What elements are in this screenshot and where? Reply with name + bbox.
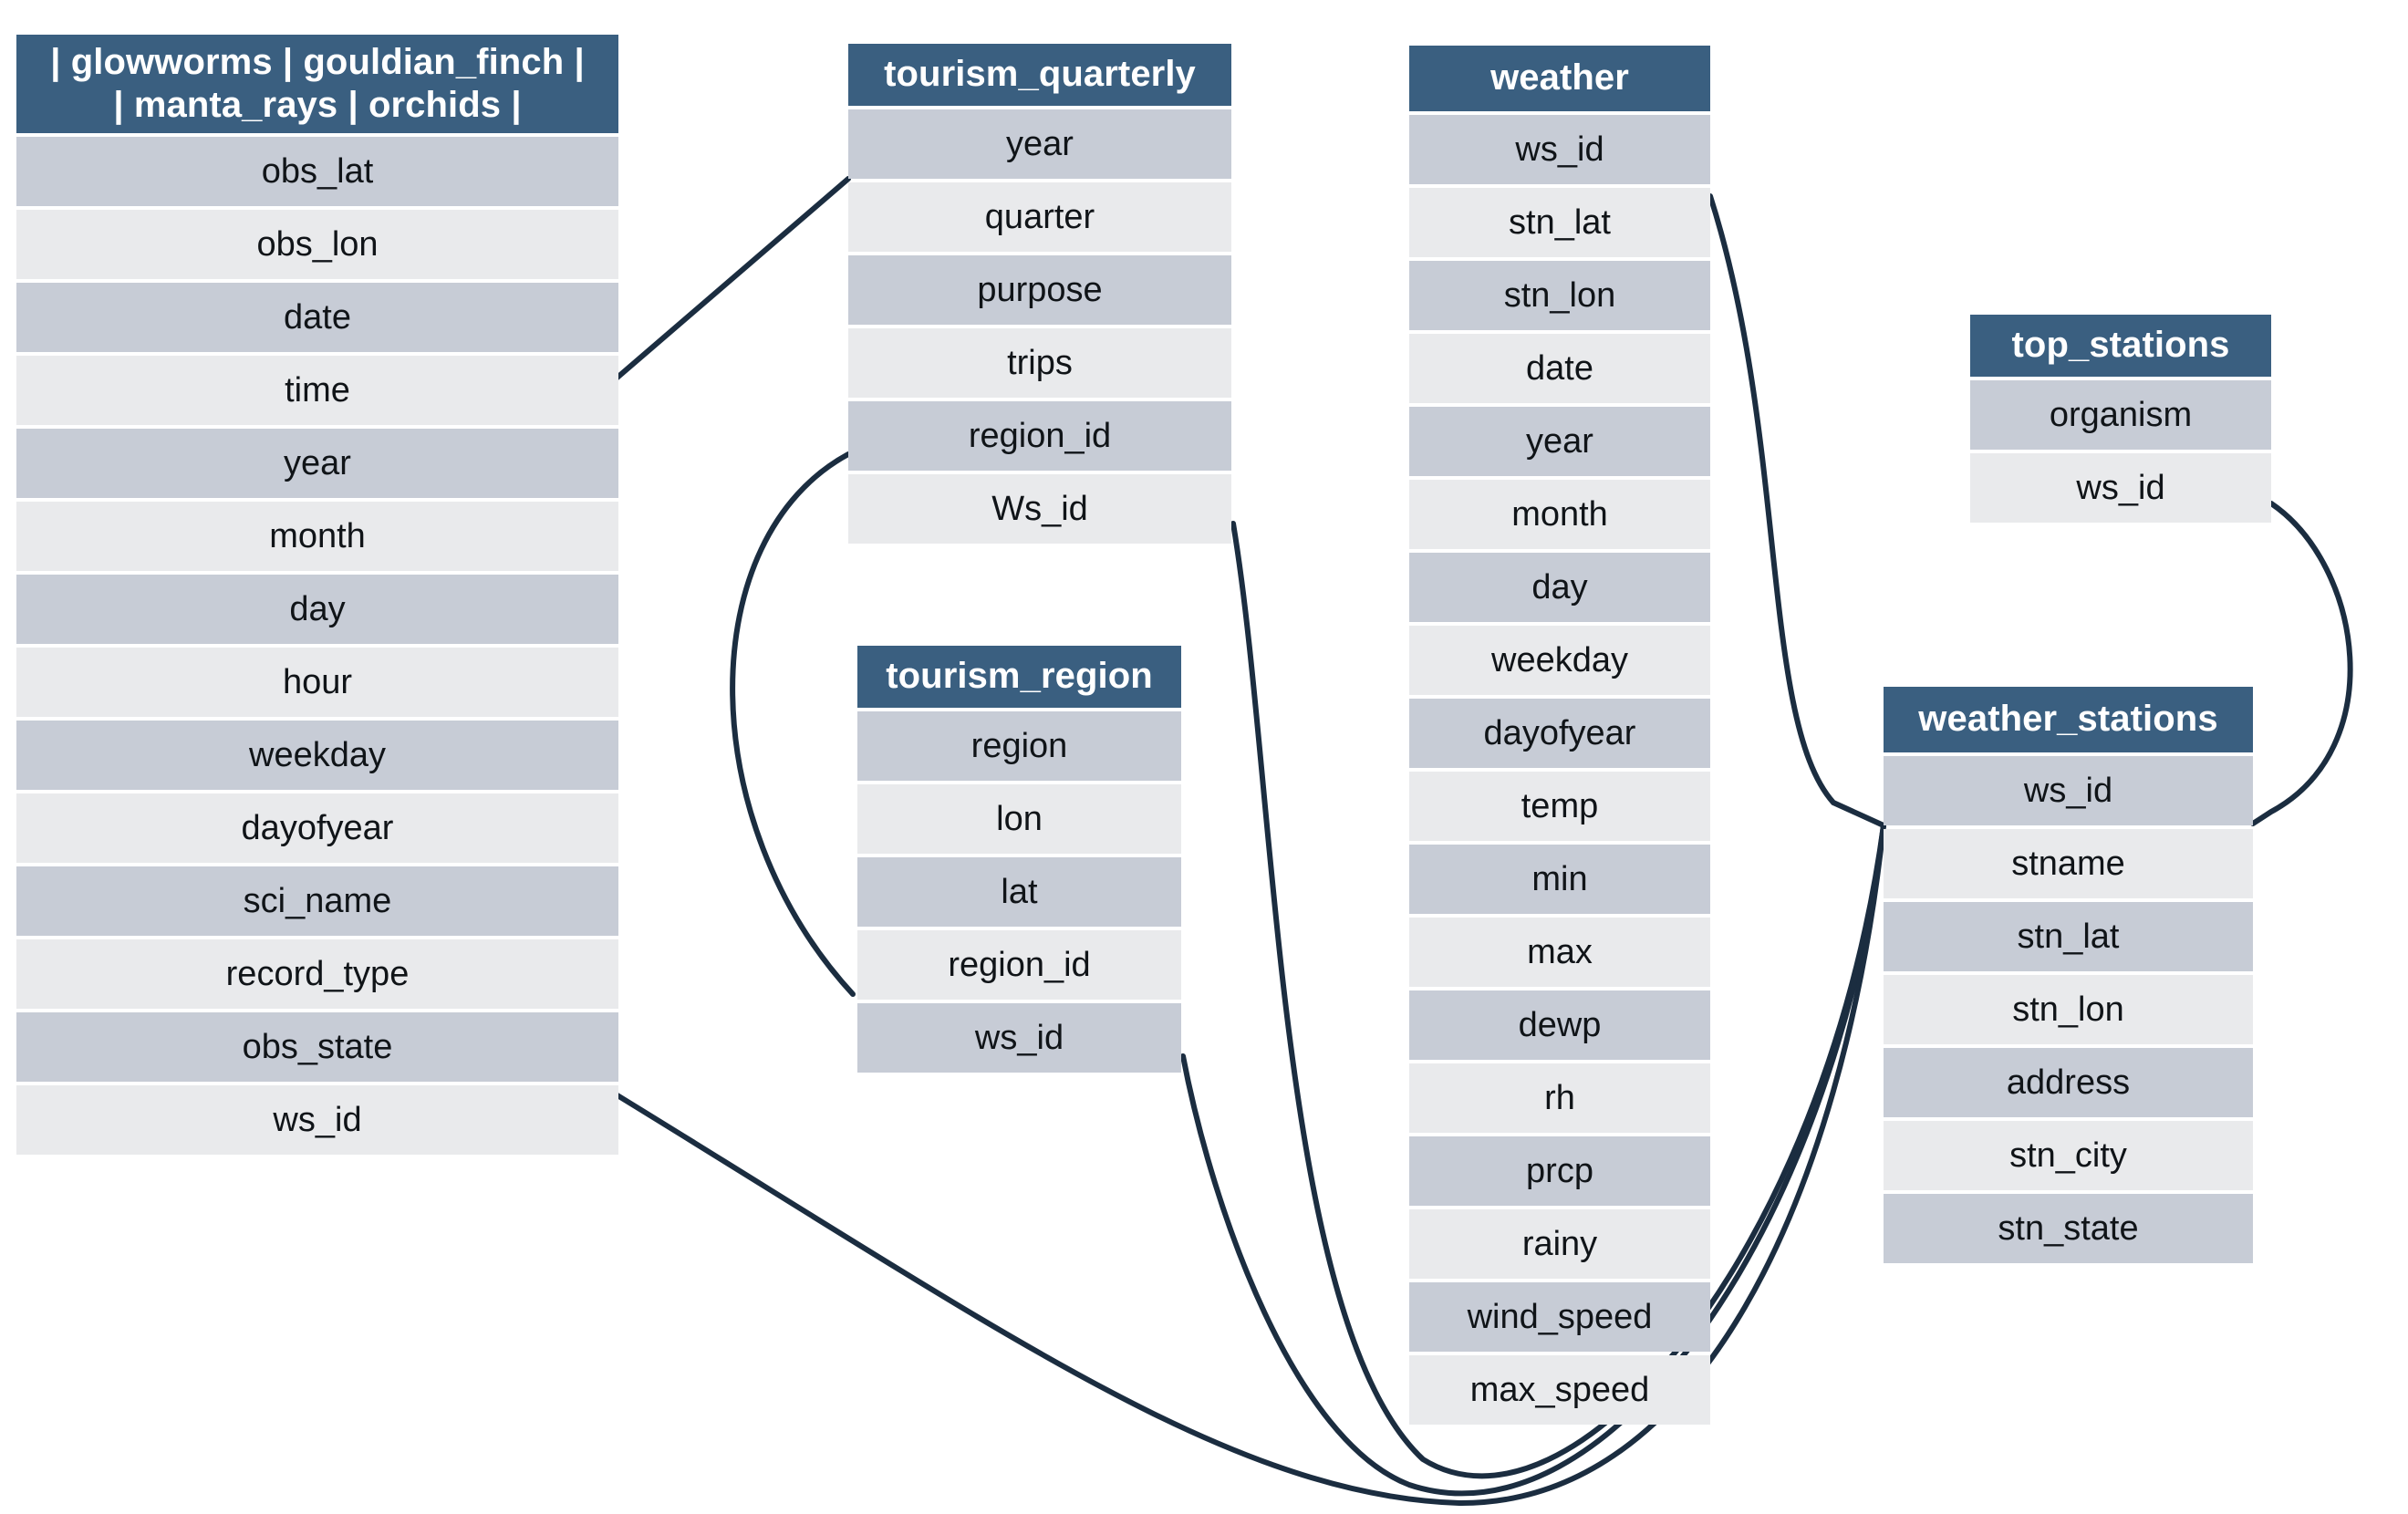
- column-row[interactable]: wind_speed: [1409, 1282, 1710, 1352]
- column-row[interactable]: stname: [1884, 829, 2253, 898]
- column-row[interactable]: max_speed: [1409, 1355, 1710, 1425]
- column-row[interactable]: lon: [857, 784, 1181, 854]
- column-row[interactable]: obs_lat: [16, 137, 618, 206]
- column-row[interactable]: region_id: [857, 930, 1181, 1000]
- column-row[interactable]: address: [1884, 1048, 2253, 1117]
- column-row[interactable]: ws_id: [1970, 453, 2271, 523]
- column-row[interactable]: date: [16, 283, 618, 352]
- column-row[interactable]: prcp: [1409, 1136, 1710, 1206]
- column-row[interactable]: Ws_id: [848, 474, 1231, 544]
- column-row[interactable]: region: [857, 711, 1181, 781]
- column-row[interactable]: stn_lon: [1409, 261, 1710, 330]
- column-row[interactable]: weekday: [16, 721, 618, 790]
- column-row[interactable]: ws_id: [16, 1085, 618, 1155]
- column-row[interactable]: year: [848, 109, 1231, 179]
- column-row[interactable]: stn_lat: [1884, 902, 2253, 971]
- column-row[interactable]: time: [16, 356, 618, 425]
- column-row[interactable]: obs_state: [16, 1012, 618, 1082]
- table-title-lines: | glowworms | gouldian_finch || manta_ra…: [50, 41, 584, 127]
- column-row[interactable]: weekday: [1409, 626, 1710, 695]
- table-title-tourism_region: tourism_region: [857, 646, 1181, 708]
- column-row[interactable]: ws_id: [857, 1003, 1181, 1073]
- column-row[interactable]: ws_id: [1884, 756, 2253, 825]
- column-row[interactable]: max: [1409, 918, 1710, 987]
- column-row[interactable]: ws_id: [1409, 115, 1710, 184]
- column-row[interactable]: purpose: [848, 255, 1231, 325]
- column-row[interactable]: obs_lon: [16, 210, 618, 279]
- column-row[interactable]: stn_lat: [1409, 188, 1710, 257]
- column-row[interactable]: stn_lon: [1884, 975, 2253, 1044]
- column-row[interactable]: dayofyear: [16, 793, 618, 863]
- column-row[interactable]: dewp: [1409, 990, 1710, 1060]
- column-row[interactable]: year: [16, 429, 618, 498]
- relationship-edge: [730, 451, 856, 997]
- table-title-top_stations: top_stations: [1970, 315, 2271, 377]
- column-row[interactable]: day: [1409, 553, 1710, 622]
- column-row[interactable]: year: [1409, 407, 1710, 476]
- table-title-line-2: | manta_rays | orchids |: [113, 85, 522, 125]
- column-row[interactable]: rainy: [1409, 1209, 1710, 1279]
- column-row[interactable]: quarter: [848, 182, 1231, 252]
- column-row[interactable]: date: [1409, 334, 1710, 403]
- table-title-line-1: | glowworms | gouldian_finch |: [50, 41, 585, 82]
- column-row[interactable]: trips: [848, 328, 1231, 398]
- column-row[interactable]: temp: [1409, 772, 1710, 841]
- relationship-edge: [2250, 501, 2353, 826]
- relationship-edge: [610, 176, 851, 384]
- column-row[interactable]: record_type: [16, 939, 618, 1009]
- column-row[interactable]: organism: [1970, 380, 2271, 450]
- column-row[interactable]: hour: [16, 648, 618, 717]
- table-card-organisms[interactable]: | glowworms | gouldian_finch || manta_ra…: [16, 35, 618, 1158]
- column-row[interactable]: day: [16, 575, 618, 644]
- table-title-weather_stations: weather_stations: [1884, 687, 2253, 752]
- column-row[interactable]: region_id: [848, 401, 1231, 471]
- column-row[interactable]: rh: [1409, 1063, 1710, 1133]
- table-title-organisms: | glowworms | gouldian_finch || manta_ra…: [16, 35, 618, 133]
- column-row[interactable]: month: [1409, 480, 1710, 549]
- table-title-weather: weather: [1409, 46, 1710, 111]
- column-row[interactable]: month: [16, 502, 618, 571]
- column-row[interactable]: stn_state: [1884, 1194, 2253, 1263]
- column-row[interactable]: sci_name: [16, 866, 618, 936]
- relationship-edge: [1707, 193, 1886, 828]
- column-row[interactable]: stn_city: [1884, 1121, 2253, 1190]
- column-row[interactable]: dayofyear: [1409, 699, 1710, 768]
- column-row[interactable]: min: [1409, 845, 1710, 914]
- column-row[interactable]: lat: [857, 857, 1181, 927]
- table-title-tourism_quarterly: tourism_quarterly: [848, 44, 1231, 106]
